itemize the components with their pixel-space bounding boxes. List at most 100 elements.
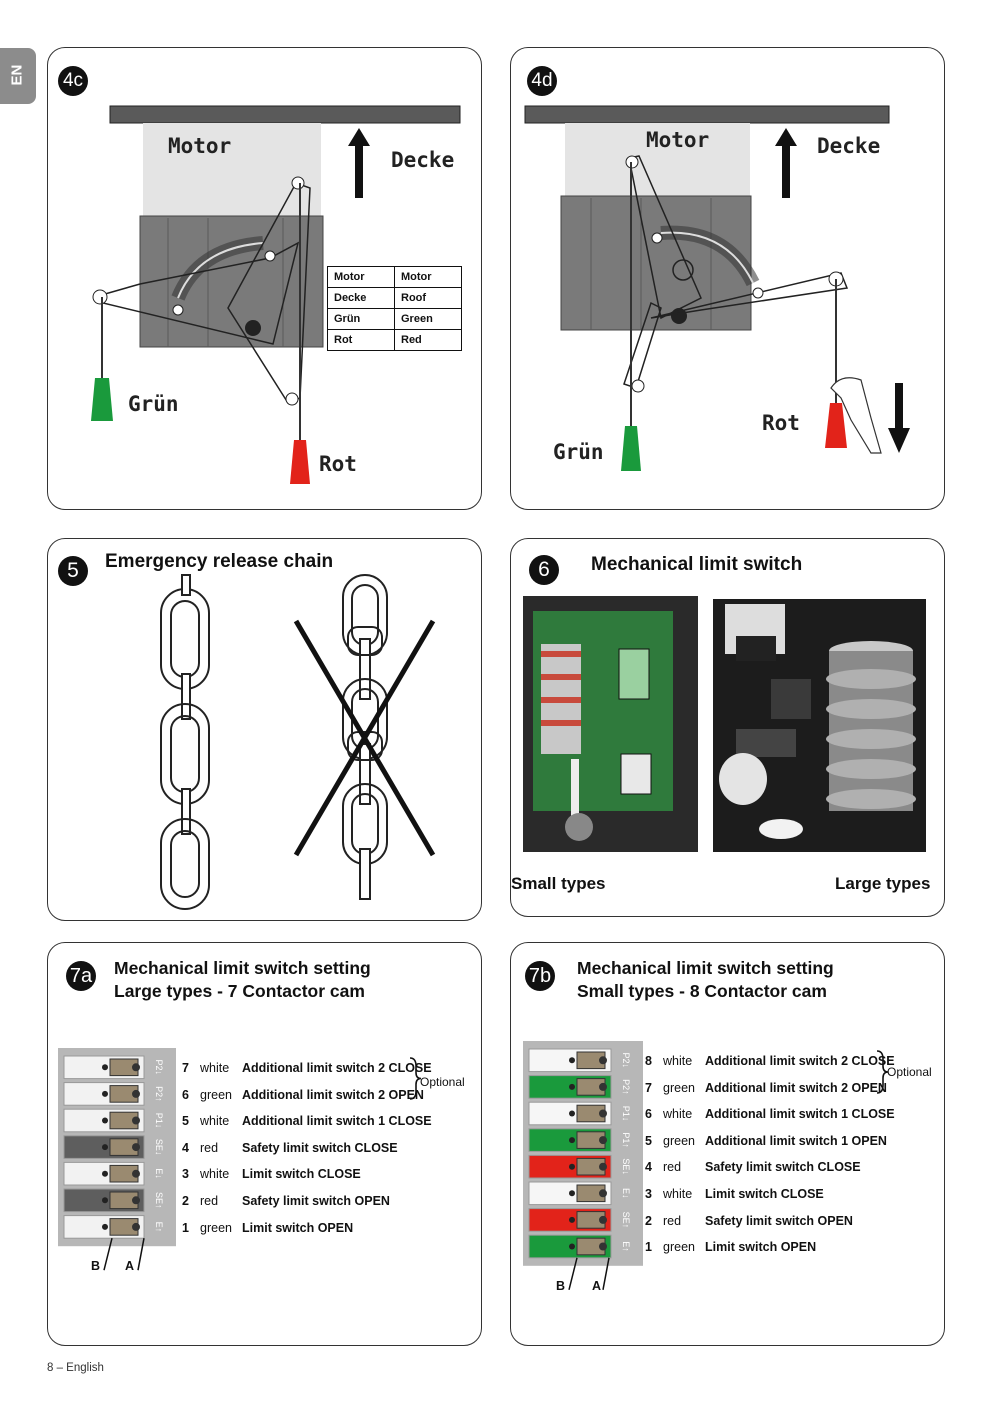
legend-de: Grün xyxy=(327,308,395,330)
wire-description: Additional limit switch 1 OPEN xyxy=(705,1133,887,1148)
cam-screw xyxy=(569,1137,575,1144)
legend-en: Roof xyxy=(394,287,462,309)
wire-number: 8 xyxy=(645,1054,652,1068)
wire-color: red xyxy=(200,1140,219,1155)
figure-badge-4d: 4d xyxy=(527,66,557,96)
wire-number: 6 xyxy=(182,1087,189,1102)
rot-label-4c: Rot xyxy=(319,452,357,476)
wire-description: Additional limit switch 1 CLOSE xyxy=(242,1114,432,1129)
wire-number: 2 xyxy=(645,1213,652,1228)
limit-switch-photos xyxy=(523,596,926,852)
cam-screw xyxy=(599,1189,607,1198)
wire-description: Safety limit switch OPEN xyxy=(705,1213,853,1228)
wire-description: Additional limit switch 2 CLOSE xyxy=(242,1061,432,1075)
wire-color: white xyxy=(663,1107,693,1122)
wire-color: green xyxy=(200,1220,232,1235)
cam-side-label: P1↓ xyxy=(621,1106,631,1122)
wire-color: white xyxy=(663,1054,693,1068)
cam-side-label: E↑ xyxy=(154,1222,164,1233)
panel-7b: 7b Mechanical limit switch setting Small… xyxy=(510,942,945,1346)
cam-screw xyxy=(599,1136,607,1145)
contactor-cam-7b: P2↓P2↑P1↓P1↑SE↓E↓SE↑E↑ xyxy=(523,1041,889,1290)
cam-side-label: E↓ xyxy=(154,1168,164,1179)
pointer-a-7a: A xyxy=(125,1259,135,1273)
cam-screw xyxy=(569,1163,575,1170)
gruen-label-4c: Grün xyxy=(128,392,179,416)
cam-screw xyxy=(132,1143,140,1152)
legend-en: Motor xyxy=(394,266,462,288)
cam-side-label: E↓ xyxy=(621,1188,631,1199)
wire-number: 1 xyxy=(645,1240,652,1255)
small-types-caption: Small types xyxy=(511,874,606,893)
legend-en: Red xyxy=(394,329,462,351)
wire-number: 5 xyxy=(645,1133,652,1148)
wire-color: red xyxy=(663,1160,682,1175)
cam-side-label: E↑ xyxy=(621,1241,631,1252)
decke-label-4c: Decke xyxy=(391,148,455,172)
wire-color: green xyxy=(663,1240,695,1255)
panel-title-7a-line1: Mechanical limit switch setting xyxy=(114,958,371,978)
page-footer: 8 – English xyxy=(47,1362,104,1374)
optional-label-7b: Optional xyxy=(887,1065,932,1079)
cam-screw xyxy=(132,1089,140,1098)
wire-number: 7 xyxy=(182,1061,189,1075)
wire-number: 4 xyxy=(182,1140,189,1155)
cam-screw xyxy=(102,1064,108,1071)
cam-screw xyxy=(102,1197,108,1204)
wire-description: Limit switch OPEN xyxy=(705,1240,817,1255)
wire-description: Limit switch OPEN xyxy=(242,1220,354,1235)
legend-de: Rot xyxy=(327,329,395,351)
wire-description: Limit switch CLOSE xyxy=(705,1187,824,1201)
optional-brace xyxy=(876,1050,889,1094)
cam-screw xyxy=(102,1223,108,1230)
legend-de: Decke xyxy=(327,287,395,309)
wire-description: Additional limit switch 1 CLOSE xyxy=(705,1107,895,1122)
wire-color: red xyxy=(663,1213,682,1228)
cam-screw xyxy=(599,1082,607,1091)
wire-description: Additional limit switch 2 OPEN xyxy=(705,1080,887,1095)
wire-color: green xyxy=(663,1080,695,1095)
cam-screw xyxy=(132,1196,140,1205)
motor-diagram-4d xyxy=(524,105,910,471)
cam-screw xyxy=(102,1144,108,1151)
wire-number: 4 xyxy=(645,1160,652,1175)
panel-title-7b-line1: Mechanical limit switch setting xyxy=(577,958,834,978)
motor-diagram-4c xyxy=(91,105,461,484)
rot-label-4d: Rot xyxy=(762,411,800,435)
cam-screw xyxy=(599,1242,607,1251)
gruen-label-4d: Grün xyxy=(553,440,604,464)
cam-screw xyxy=(132,1169,140,1178)
cam-screw xyxy=(569,1110,575,1117)
cam-screw xyxy=(102,1117,108,1124)
cam-side-label: SE↓ xyxy=(154,1139,164,1156)
motor-label-4c: Motor xyxy=(168,134,232,158)
wire-number: 2 xyxy=(182,1194,189,1208)
cam-screw xyxy=(132,1222,140,1231)
cam-screw xyxy=(599,1215,607,1224)
cam-side-label: P2↓ xyxy=(154,1060,164,1076)
wire-description: Safety limit switch CLOSE xyxy=(705,1160,861,1175)
wire-description: Safety limit switch OPEN xyxy=(242,1194,390,1208)
wire-number: 7 xyxy=(645,1080,652,1095)
wire-color: red xyxy=(200,1194,219,1208)
cam-side-label: P2↓ xyxy=(621,1053,631,1069)
motor-label-4d: Motor xyxy=(646,128,710,152)
panel-4d: 4d Motor Decke Grün Rot xyxy=(510,47,945,510)
panel-7a: 7a Mechanical limit switch setting Large… xyxy=(47,942,482,1346)
wire-row: 2 red Safety limit switch OPEN xyxy=(645,1214,853,1228)
pointer-a-7b: A xyxy=(592,1279,602,1293)
cam-housing xyxy=(523,1041,643,1266)
wire-number: 5 xyxy=(182,1114,189,1129)
optional-label-7a: Optional xyxy=(420,1075,465,1089)
panel-title-6: Mechanical limit switch xyxy=(591,554,803,575)
